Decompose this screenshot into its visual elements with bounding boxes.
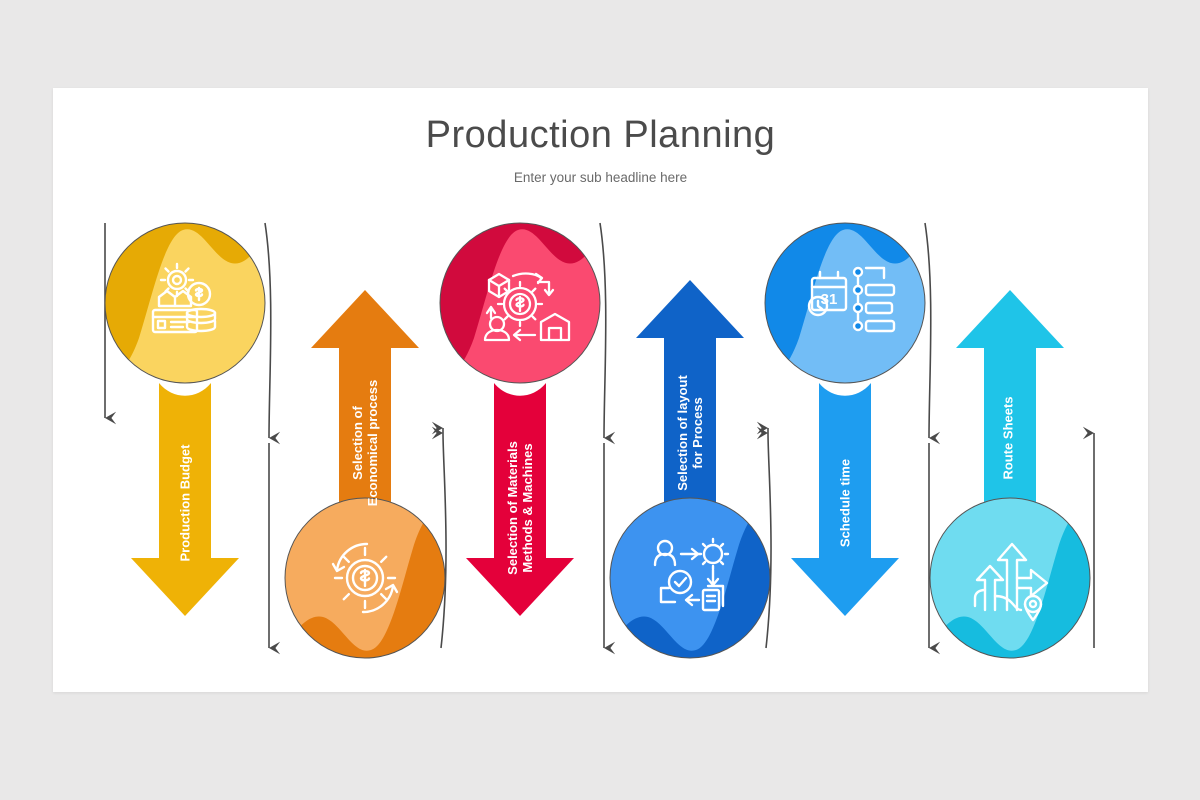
- step-6-wave: [930, 498, 1090, 658]
- step-3-wave: [440, 223, 600, 383]
- page-subtitle: Enter your sub headline here: [513, 170, 688, 185]
- connector-2-3: [431, 426, 447, 649]
- step-2-wave: [285, 498, 445, 658]
- infographic-stage: Production Budget: [53, 88, 1148, 692]
- step-1-group[interactable]: Production Budget: [104, 222, 266, 616]
- step-6-label: Route Sheets: [1000, 396, 1016, 480]
- step-5-wave: [765, 223, 925, 383]
- step-5-group[interactable]: 31 Schedule time: [764, 222, 926, 616]
- svg-text:31: 31: [821, 291, 838, 308]
- connector-3-4: [599, 222, 616, 445]
- step-6-group[interactable]: Route Sheets: [929, 290, 1091, 659]
- step-4-wave: [610, 498, 770, 658]
- step-5-arrow[interactable]: [791, 383, 899, 616]
- step-3-arrow[interactable]: [466, 383, 574, 616]
- step-4-arrow[interactable]: [636, 280, 744, 518]
- calendar-schedule-icon: 31: [807, 266, 896, 333]
- slide-canvas: Production Planning Enter your sub headl…: [53, 88, 1148, 692]
- page-title: Production Planning: [425, 114, 776, 156]
- step-5-label: Schedule time: [837, 458, 853, 548]
- workflow-approval-icon: [653, 537, 730, 612]
- connector-lines: [104, 222, 1095, 655]
- route-arrows-pin-icon: [973, 542, 1049, 622]
- supply-chain-cycle-icon: [483, 272, 571, 342]
- step-2-arrow[interactable]: [311, 290, 419, 518]
- connector-4-5: [756, 426, 772, 649]
- factory-gear-money-icon: [151, 262, 217, 334]
- step-1-label: Production Budget: [177, 444, 193, 562]
- step-1-arrow[interactable]: [131, 383, 239, 616]
- connector-5-6: [924, 222, 941, 445]
- infographic-svg: Production Budget: [104, 222, 1095, 659]
- step-1-wave: [105, 223, 265, 383]
- gear-dollar-cycle-icon: [331, 542, 399, 614]
- step-6-arrow[interactable]: [956, 290, 1064, 518]
- connector-1-2: [264, 222, 281, 445]
